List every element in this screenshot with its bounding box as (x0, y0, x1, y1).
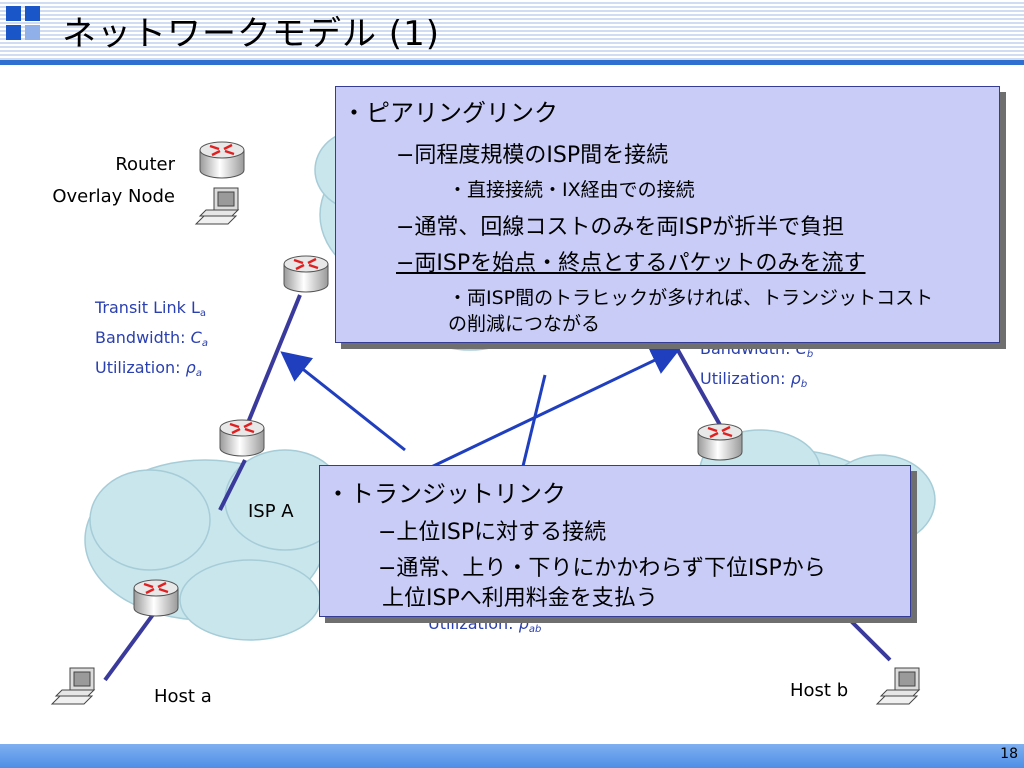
transit-link-b-utilization: Utilization: ρb (700, 369, 808, 390)
footer-bar (0, 744, 1024, 768)
transit-link-a-bandwidth: Bandwidth: Ca (95, 328, 208, 349)
transit-link-a-name: Transit Link La (95, 298, 206, 319)
title-rule (0, 60, 1024, 65)
legend-router-label: Router (115, 154, 175, 175)
isp-a-router (218, 418, 266, 458)
transit-item-2-line1: −通常、上り・下りにかかわらず下位ISPから (378, 556, 826, 581)
peer-link-utilization: Utilization: ρab (428, 614, 542, 635)
title-bar (0, 0, 1024, 62)
host-a-label: Host a (154, 686, 212, 707)
transit-heading: ・トランジットリンク (326, 480, 566, 508)
peering-item-3: −両ISPを始点・終点とするパケットのみを流す (396, 251, 866, 276)
page-number: 18 (1000, 746, 1018, 762)
transit-link-a-labels: Transit Link La Bandwidth: Ca Utilizatio… (95, 296, 208, 386)
host-a-pc (51, 667, 95, 705)
transit-item-1: −上位ISPに対する接続 (378, 520, 607, 545)
logo-square (6, 25, 21, 40)
logo-square (25, 25, 40, 40)
host-b-label: Host b (790, 680, 849, 701)
transit-item-2-line2: 上位ISPへ利用料金を支払う (382, 586, 658, 611)
host-b-pc (876, 667, 920, 705)
transit-link-callout: ・トランジットリンク −上位ISPに対する接続 −通常、上り・下りにかかわらず下… (319, 465, 911, 617)
legend-overlay-node-icon (195, 187, 239, 225)
peering-item-3-sub-line2: の削減につながる (448, 313, 601, 335)
host-a-router (132, 578, 180, 618)
peering-item-2: −通常、回線コストのみを両ISPが折半で負担 (396, 215, 845, 240)
transit-link-b-labels: Bandwidth: Cb Utilization: ρb (700, 337, 813, 397)
peering-item-3-sub-line1: ・両ISP間のトラヒックが多ければ、トランジットコスト (448, 287, 934, 309)
legend-router-icon (198, 140, 246, 180)
transit-link-b-bandwidth: Bandwidth: Cb (700, 339, 814, 360)
peering-item-1-sub: ・直接接続・IX経由での接続 (448, 179, 695, 201)
logo-square (6, 6, 21, 21)
page-title: ネットワークモデル (1) (62, 14, 440, 54)
peering-link-callout: ・ピアリングリンク −同程度規模のISP間を接続 ・直接接続・IX経由での接続 … (335, 86, 1000, 343)
isp-b-router (696, 422, 744, 462)
peering-heading: ・ピアリングリンク (342, 99, 558, 127)
cloud-isp-a (84, 449, 346, 641)
legend-overlay-node-label: Overlay Node (52, 186, 175, 207)
links (103, 294, 892, 682)
logo-square (25, 6, 40, 21)
upper-isp-router (282, 254, 330, 294)
isp-a-label: ISP A (248, 501, 294, 522)
transit-link-a-utilization: Utilization: ρa (95, 358, 202, 379)
peering-item-1: −同程度規模のISP間を接続 (396, 143, 669, 168)
